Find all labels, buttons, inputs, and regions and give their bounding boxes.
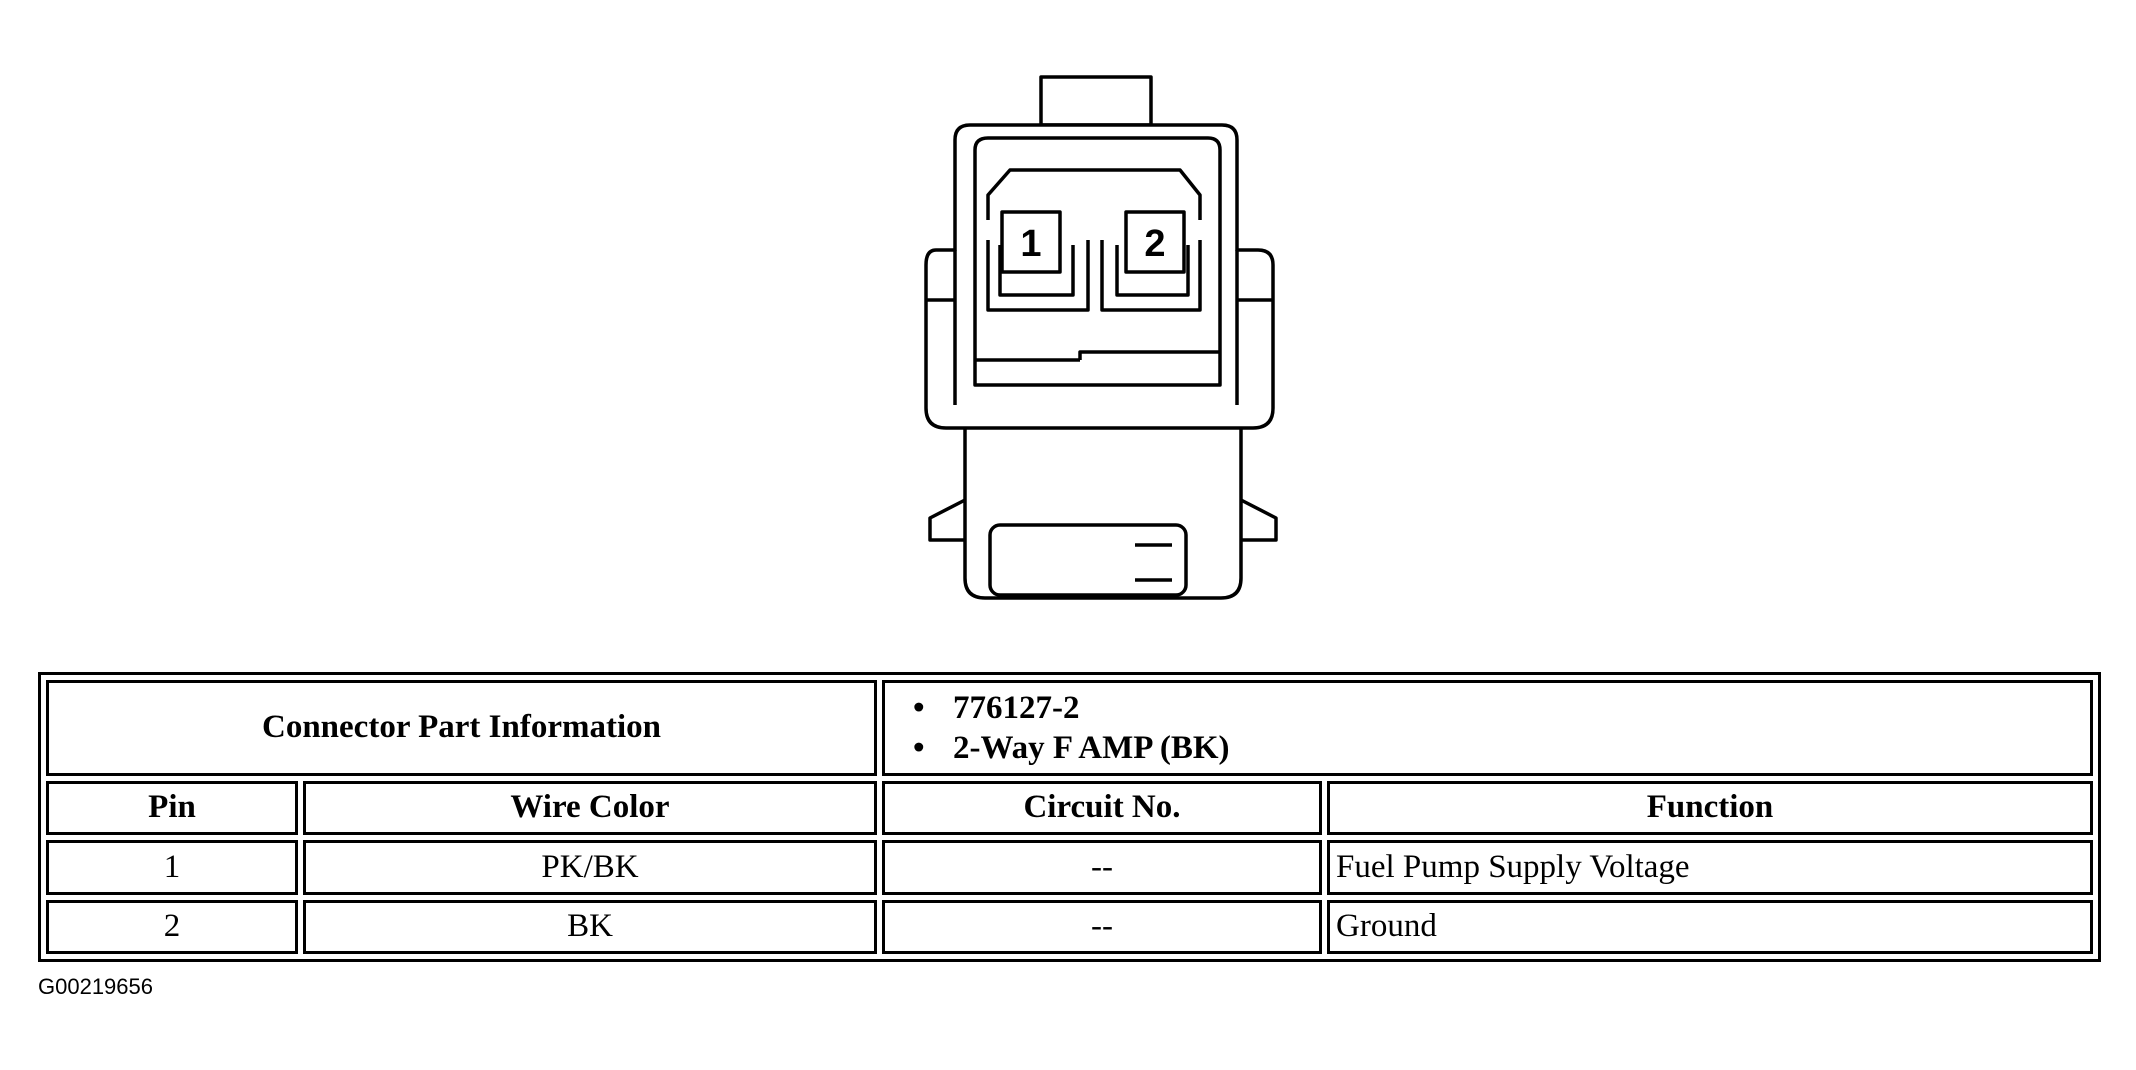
pin-label-2: 2: [1144, 223, 1165, 265]
connector-diagram: 1 2: [924, 75, 1278, 600]
table-row: 1 PK/BK -- Fuel Pump Supply Voltage: [46, 840, 2093, 895]
inner-opening: [973, 136, 1222, 387]
circuit-cell: --: [882, 840, 1322, 895]
function-cell: Fuel Pump Supply Voltage: [1327, 840, 2093, 895]
keying-profile: [986, 168, 1202, 220]
part-number: 776127-2: [913, 688, 2082, 728]
pin-cavity-2: [1100, 210, 1202, 312]
part-description: 2-Way F AMP (BK): [913, 728, 2082, 768]
pin-label-1: 1: [1020, 223, 1041, 265]
table-row: 2 BK -- Ground: [46, 899, 2093, 954]
column-header-circuit: Circuit No.: [882, 780, 1322, 836]
pin-cavity-1: [986, 210, 1090, 312]
part-info-cell: 776127-2 2-Way F AMP (BK): [882, 680, 2093, 776]
part-info-list: 776127-2 2-Way F AMP (BK): [913, 688, 2082, 768]
pin-cell: 2: [46, 899, 298, 954]
function-cell: Ground: [1327, 899, 2093, 954]
connector-lower-body: [963, 418, 1243, 600]
pin-cell: 1: [46, 840, 298, 895]
lower-window: [988, 523, 1188, 597]
column-header-wire-color: Wire Color: [303, 780, 877, 836]
connector-part-info-header: Connector Part Information: [46, 680, 877, 776]
right-barb: [1240, 498, 1278, 542]
figure-id: G00219656: [38, 974, 153, 999]
top-latch-tab: [1039, 75, 1153, 127]
wire-color-cell: BK: [303, 899, 877, 954]
circuit-cell: --: [882, 899, 1322, 954]
wire-color-cell: PK/BK: [303, 840, 877, 895]
column-header-function: Function: [1327, 780, 2093, 836]
column-header-pin: Pin: [46, 780, 298, 836]
left-barb: [928, 498, 966, 542]
connector-info-table: Connector Part Information 776127-2 2-Wa…: [38, 672, 2101, 962]
